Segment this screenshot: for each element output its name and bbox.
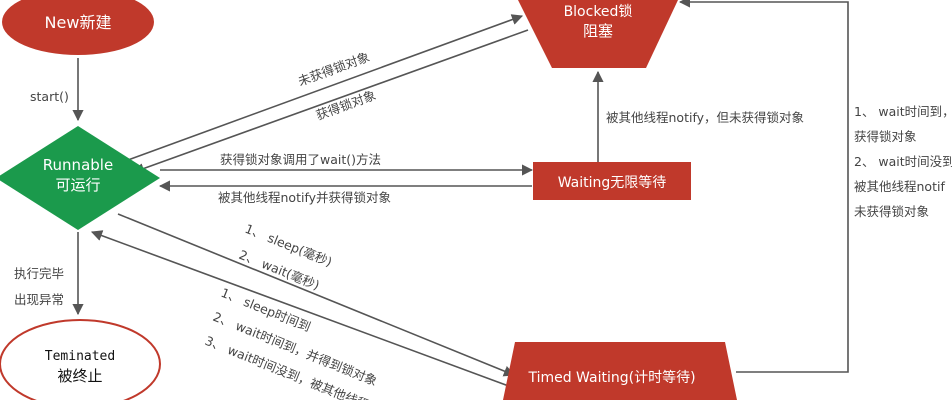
label-lock-wait: 获得锁对象调用了wait()方法 (220, 152, 381, 167)
timed-waiting-label: Timed Waiting(计时等待) (527, 369, 695, 386)
waiting-label: Waiting无限等待 (558, 174, 667, 191)
runnable-label-line1: Runnable (43, 156, 113, 174)
blocked-label-line2: 阻塞 (583, 22, 613, 40)
edge-timed-blocked (678, 0, 849, 373)
label-start: start() (30, 89, 69, 104)
waiting-shape (533, 162, 691, 200)
terminated-label-line2: 被终止 (57, 367, 102, 385)
edge-timed-runnable (90, 230, 515, 389)
edges (72, 0, 849, 389)
node-terminated: Teminated 被终止 (0, 319, 161, 400)
label-notify-not-acquire: 被其他线程notify，但未获得锁对象 (606, 110, 804, 125)
node-waiting: Waiting无限等待 (533, 162, 691, 200)
node-blocked: Blocked锁 阻塞 (518, 0, 678, 68)
node-new: New新建 (2, 0, 154, 55)
label-timed-block-5: 未获得锁对象 (854, 204, 929, 219)
blocked-shape (518, 0, 678, 68)
runnable-label-line2: 可运行 (55, 176, 100, 194)
label-notify-acquire: 被其他线程notify并获得锁对象 (218, 190, 391, 205)
label-finish-1: 执行完毕 (14, 266, 64, 281)
edge-runnable-blocked (127, 14, 524, 161)
timed-waiting-shape (503, 342, 737, 400)
terminated-shape (0, 319, 161, 400)
new-label: New新建 (45, 13, 112, 32)
label-not-acquire-lock: 未获得锁对象 (296, 49, 372, 89)
label-timed-block-4: 被其他线程notif (854, 179, 945, 194)
terminated-label-line1: Teminated (45, 349, 115, 364)
runnable-shape (0, 126, 160, 230)
blocked-label-line1: Blocked锁 (564, 4, 633, 20)
label-finish-2: 出现异常 (14, 292, 64, 307)
edge-runnable-timed (117, 213, 516, 377)
node-runnable: Runnable 可运行 (0, 126, 160, 230)
edge-blocked-runnable (132, 29, 529, 174)
node-timed-waiting: Timed Waiting(计时等待) (503, 342, 737, 400)
label-timed-block-1: 1、 wait时间到， (854, 104, 952, 119)
label-acquire-lock: 获得锁对象 (314, 87, 378, 122)
new-shape (2, 0, 154, 55)
label-timed-block-3: 2、 wait时间没到 (854, 154, 952, 169)
label-timed-block-2: 获得锁对象 (854, 129, 917, 144)
